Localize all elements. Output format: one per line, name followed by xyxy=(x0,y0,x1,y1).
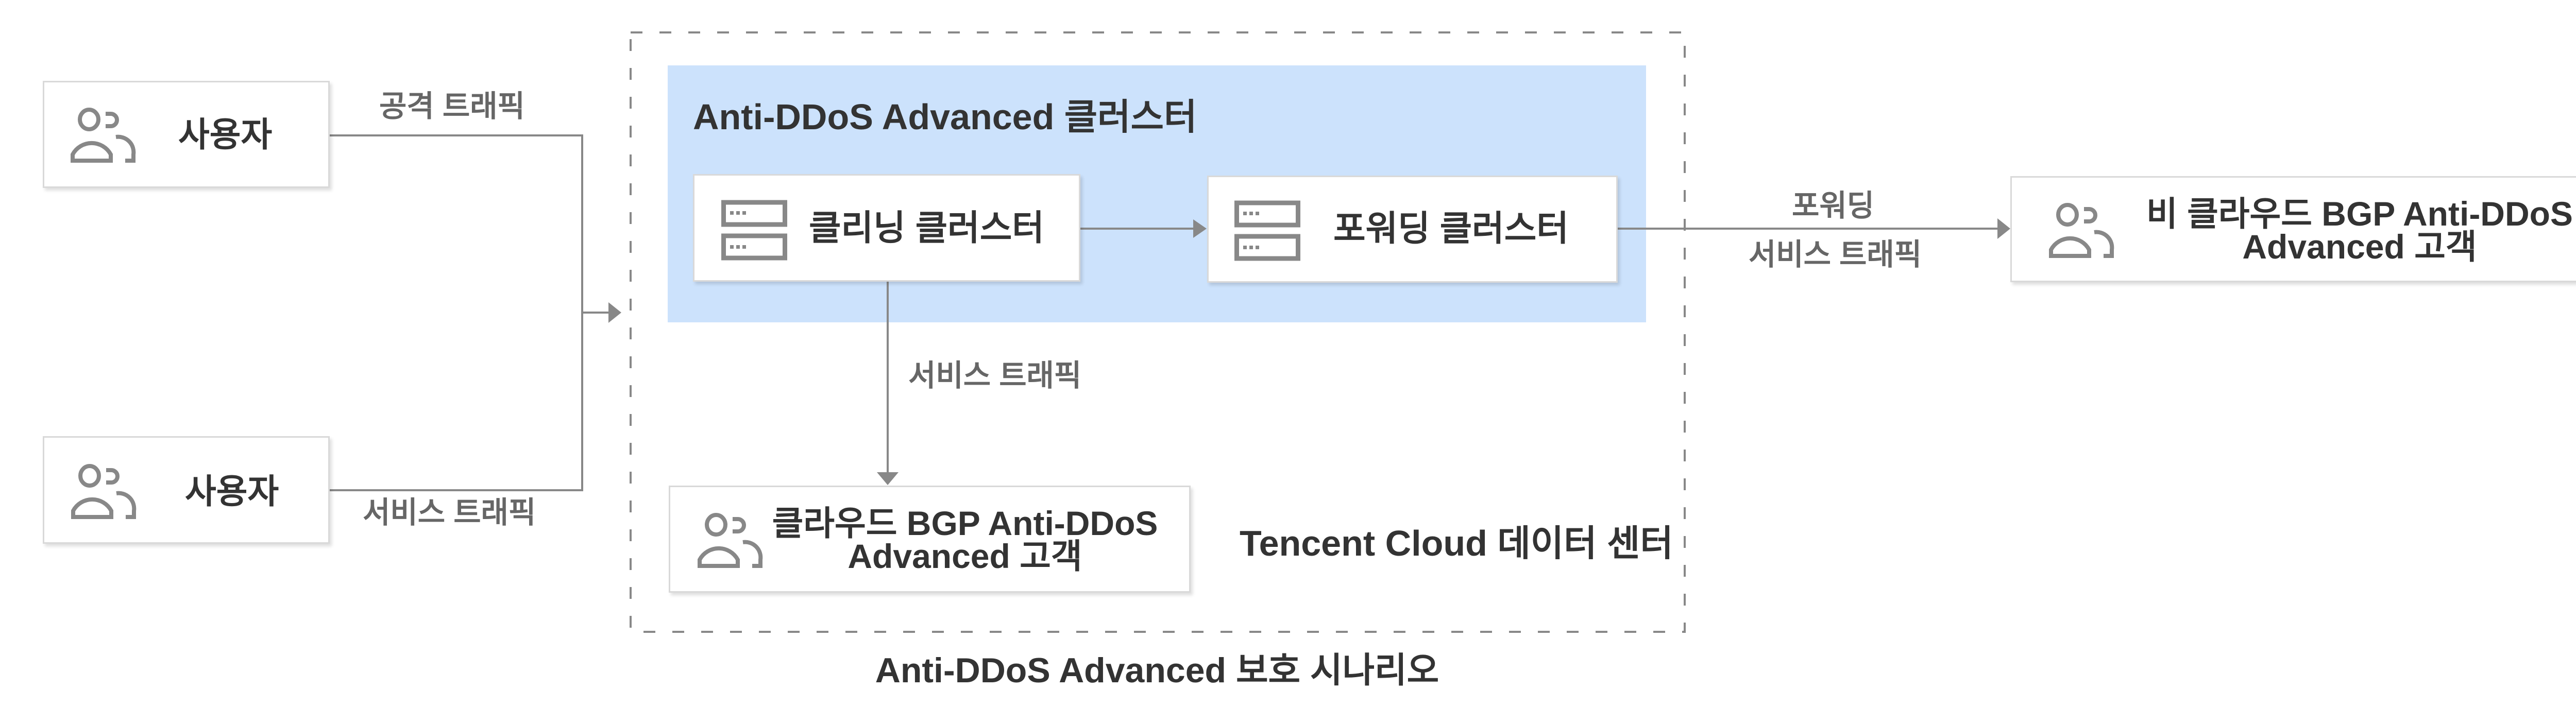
edge-user1-to-merge xyxy=(330,134,583,491)
non-cloud-bgp-customer-label: 비 클라우드 BGP Anti-DDoS Advanced 고객 xyxy=(2128,192,2576,268)
source-user-node-1[interactable]: 사용자 xyxy=(43,81,330,188)
scenario-title: Anti-DDoS Advanced 보호 시나리오 xyxy=(875,651,1439,690)
users-icon xyxy=(71,464,137,519)
cluster-title: Anti-DDoS Advanced 클러스터 xyxy=(693,97,1197,137)
forwarding-cluster-node[interactable]: 포워딩 클러스터 xyxy=(1207,176,1618,283)
cloud-bgp-customer-line2: Advanced 고객 xyxy=(848,537,1082,575)
edge-label-service-traffic-out: 서비스 트래픽 xyxy=(1748,238,1922,271)
cleaning-cluster-node[interactable]: 클리닝 클러스터 xyxy=(693,174,1080,282)
arrowhead-into-cluster xyxy=(608,302,621,323)
edge-label-service-traffic-in: 서비스 트래픽 xyxy=(363,496,536,529)
users-icon xyxy=(2049,203,2114,258)
users-icon xyxy=(698,513,763,568)
source-user-label: 사용자 xyxy=(178,115,273,153)
source-user-label: 사용자 xyxy=(185,472,279,510)
cloud-bgp-customer-line1: 클라우드 BGP Anti-DDoS xyxy=(772,504,1158,542)
data-center-label: Tencent Cloud 데이터 센터 xyxy=(1240,523,1673,563)
non-cloud-bgp-customer-line2: Advanced 고객 xyxy=(2242,228,2477,266)
server-icon xyxy=(1234,200,1300,261)
arrowhead-into-forwarding xyxy=(1193,219,1207,238)
data-center-boundary xyxy=(630,31,1686,633)
server-icon xyxy=(721,200,787,261)
arrowhead-into-non-cloud-customer xyxy=(1997,218,2010,239)
users-icon xyxy=(71,108,136,163)
edge-label-attack-traffic: 공격 트래픽 xyxy=(379,90,525,123)
edge-label-service-traffic-down: 서비스 트래픽 xyxy=(908,359,1082,392)
non-cloud-bgp-customer-node[interactable]: 비 클라우드 BGP Anti-DDoS Advanced 고객 xyxy=(2010,176,2576,282)
forwarding-cluster-label: 포워딩 클러스터 xyxy=(1333,209,1569,248)
source-user-node-2[interactable]: 사용자 xyxy=(43,436,330,544)
cloud-bgp-customer-node[interactable]: 클라우드 BGP Anti-DDoS Advanced 고객 xyxy=(669,486,1191,593)
edge-label-forwarding: 포워딩 xyxy=(1791,189,1875,222)
arrowhead-into-cloud-customer xyxy=(877,472,899,485)
cleaning-cluster-label: 클리닝 클러스터 xyxy=(809,209,1044,248)
cloud-bgp-customer-label: 클라우드 BGP Anti-DDoS Advanced 고객 xyxy=(759,502,1171,578)
non-cloud-bgp-customer-line1: 비 클라우드 BGP Anti-DDoS xyxy=(2146,195,2573,233)
